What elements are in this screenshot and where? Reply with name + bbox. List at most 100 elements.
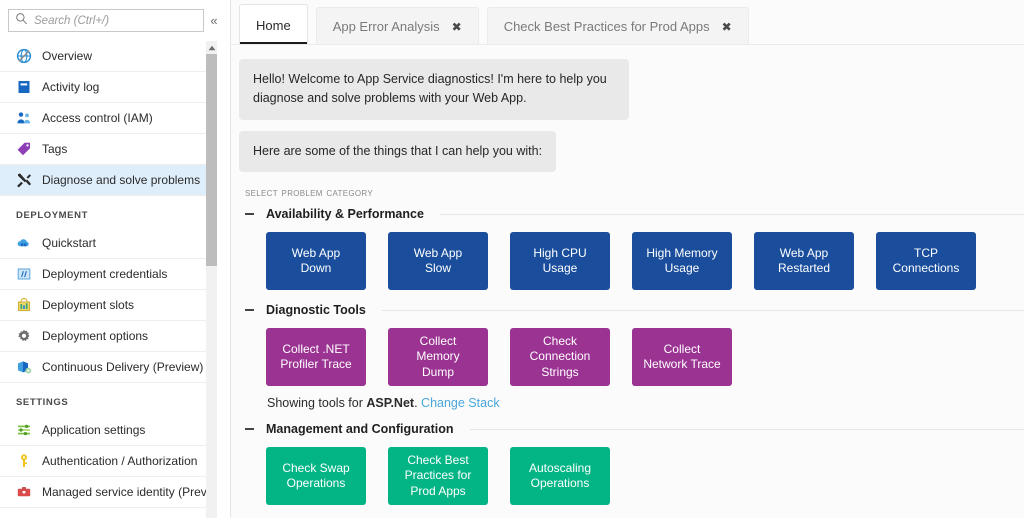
sidebar-item-label: Deployment credentials: [42, 267, 168, 281]
slots-icon: [16, 297, 32, 313]
stack-note-prefix: Showing tools for: [267, 396, 367, 411]
sidebar-item-access-control[interactable]: Access control (IAM): [0, 103, 217, 134]
tab-bar: Home App Error Analysis ✖ Check Best Pra…: [231, 0, 1024, 45]
chat-bubble-greeting: Hello! Welcome to App Service diagnostic…: [239, 59, 629, 120]
tab-check-best-practices-for-prod-apps[interactable]: Check Best Practices for Prod Apps ✖: [486, 7, 749, 45]
sidebar-item-managed-service-identity[interactable]: Managed service identity (Prev: [0, 477, 217, 508]
sidebar-item-application-settings[interactable]: Application settings: [0, 415, 217, 446]
sidebar-item-label: Application settings: [42, 423, 146, 437]
sidebar-item-label: Quickstart: [42, 236, 97, 250]
section-header[interactable]: Diagnostic Tools: [239, 303, 1024, 317]
toolbox-icon: [16, 484, 32, 500]
sidebar: « Overview: [0, 0, 231, 518]
section-header[interactable]: Availability & Performance: [239, 207, 1024, 221]
main-panel: Home App Error Analysis ✖ Check Best Pra…: [231, 0, 1024, 518]
wrench-icon: [16, 172, 32, 188]
globe-icon: [16, 48, 32, 64]
sidebar-item-label: Deployment slots: [42, 298, 135, 312]
sidebar-group-deployment: DEPLOYMENT: [0, 196, 217, 228]
sidebar-item-diagnose-and-solve-problems[interactable]: Diagnose and solve problems: [0, 165, 217, 196]
sidebar-item-label: Activity log: [42, 80, 100, 94]
access-control-icon: [16, 110, 32, 126]
sidebar-scrollbar[interactable]: [206, 41, 217, 518]
collapse-minus-icon[interactable]: [245, 213, 254, 216]
sidebar-scrollbar-thumb[interactable]: [206, 54, 217, 266]
sidebar-nav-list: Overview Activity log: [0, 41, 230, 508]
section-divider: [381, 309, 1024, 311]
sidebar-search-row: «: [0, 4, 230, 37]
sidebar-item-authentication-authorization[interactable]: Authentication / Authorization: [0, 446, 217, 477]
close-icon[interactable]: ✖: [451, 19, 462, 34]
change-stack-link[interactable]: Change Stack: [421, 396, 500, 411]
sidebar-item-deployment-slots[interactable]: Deployment slots: [0, 290, 217, 321]
sidebar-item-label: Managed service identity (Prev: [42, 485, 207, 499]
search-input[interactable]: [34, 14, 197, 27]
collapse-sidebar-button[interactable]: «: [210, 13, 218, 28]
section-divider: [439, 213, 1024, 215]
sidebar-item-overview[interactable]: Overview: [0, 41, 217, 72]
section-title: Management and Configuration: [266, 422, 454, 437]
sliders-icon: [16, 422, 32, 438]
key-icon: [16, 453, 32, 469]
activity-log-icon: [16, 79, 32, 95]
sidebar-item-deployment-credentials[interactable]: Deployment credentials: [0, 259, 217, 290]
sidebar-item-label: Diagnose and solve problems: [42, 173, 201, 187]
tab-home[interactable]: Home: [239, 4, 308, 45]
sidebar-item-tags[interactable]: Tags: [0, 134, 217, 165]
sidebar-item-label: Overview: [42, 49, 93, 63]
continuous-delivery-icon: [16, 359, 32, 375]
sidebar-item-label: Deployment options: [42, 329, 149, 343]
gear-icon: [16, 328, 32, 344]
sidebar-scroll-gutter: [217, 0, 230, 518]
sidebar-item-continuous-delivery[interactable]: Continuous Delivery (Preview): [0, 352, 217, 383]
sidebar-item-activity-log[interactable]: Activity log: [0, 72, 217, 103]
sidebar-item-label: Authentication / Authorization: [42, 454, 198, 468]
scroll-up-icon[interactable]: [206, 41, 217, 54]
sidebar-item-quickstart[interactable]: Quickstart: [0, 228, 217, 259]
sidebar-item-deployment-options[interactable]: Deployment options: [0, 321, 217, 352]
section-header[interactable]: Management and Configuration: [239, 422, 1024, 436]
sidebar-nav-scroll: Overview Activity log: [0, 41, 230, 518]
tab-app-error-analysis[interactable]: App Error Analysis ✖: [315, 7, 479, 45]
tab-label: App Error Analysis: [332, 19, 440, 34]
collapse-minus-icon[interactable]: [245, 428, 254, 431]
tab-label: Home: [256, 17, 291, 33]
section-divider: [469, 428, 1024, 430]
stack-note: Showing tools for ASP.Net. Change Stack: [239, 386, 1024, 410]
stack-note-stack: ASP.Net: [366, 396, 415, 411]
close-icon[interactable]: ✖: [721, 19, 732, 34]
diagnostics-content: Hello! Welcome to App Service diagnostic…: [231, 45, 1024, 518]
sidebar-item-label: Access control (IAM): [42, 111, 153, 125]
tab-label: Check Best Practices for Prod Apps: [503, 19, 710, 34]
sidebar-item-label: Tags: [42, 142, 68, 156]
credentials-icon: [16, 266, 32, 282]
search-box[interactable]: [8, 9, 204, 32]
section-title: Diagnostic Tools: [266, 303, 366, 318]
select-problem-category-heading: Select Problem Category: [245, 185, 373, 200]
cloud-icon: [16, 235, 32, 251]
stack-note-suffix: .: [414, 396, 418, 411]
sidebar-item-label: Continuous Delivery (Preview): [42, 360, 204, 374]
section-title: Availability & Performance: [266, 207, 424, 222]
tag-icon: [16, 141, 32, 157]
collapse-minus-icon[interactable]: [245, 309, 254, 312]
